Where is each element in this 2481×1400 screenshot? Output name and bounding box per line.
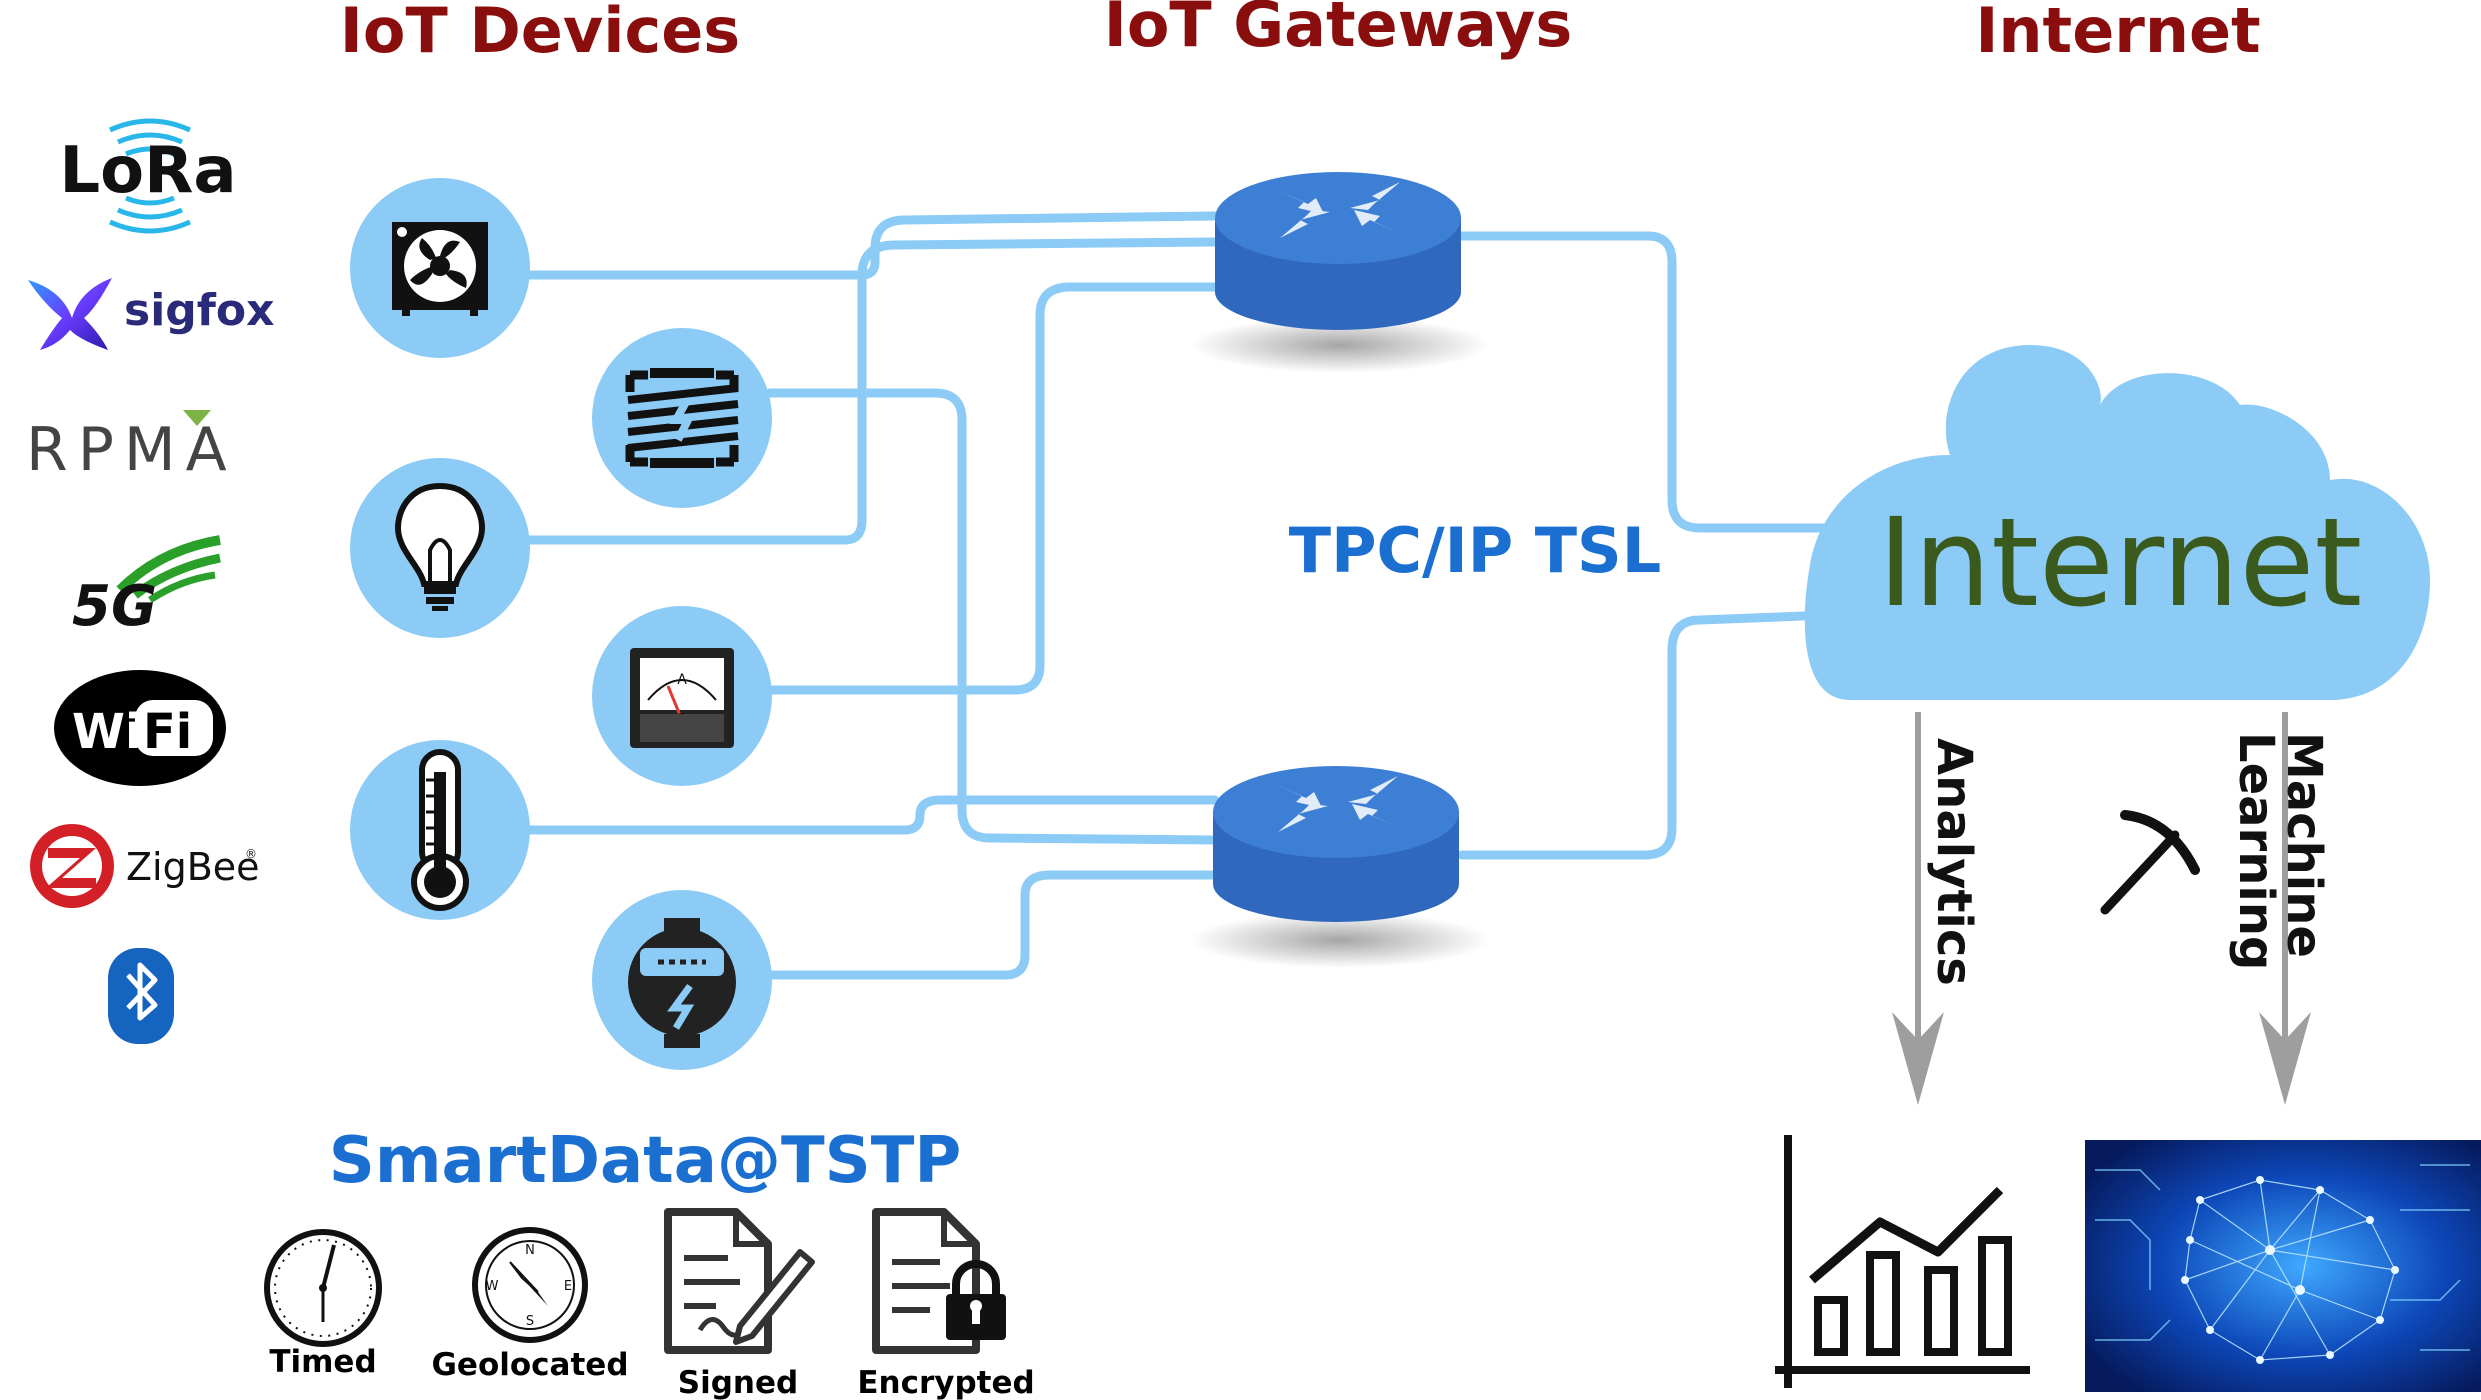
gateway-2[interactable] [1190, 766, 1490, 968]
gateway-1-shadow [1190, 317, 1490, 373]
gateways-header: IoT Gateways [1104, 0, 1572, 61]
ml-arrow: Machine Learning [2228, 712, 2332, 1105]
signed-label: Signed [678, 1365, 798, 1400]
rpma-logo: RPMA [26, 410, 237, 485]
transport-protocol-label: TPC/IP TSL [1289, 514, 1661, 587]
wire-meter-to-gateway2 [765, 870, 1220, 980]
zigbee-label: ZigBee [126, 845, 260, 889]
bluetooth-icon [108, 948, 174, 1044]
coil-device-node[interactable] [592, 328, 772, 508]
wire-gateway2-to-internet [1457, 610, 1835, 860]
wifi-logo: Wi Fi [54, 670, 226, 786]
encrypted-label: Encrypted [857, 1365, 1034, 1400]
clock-icon [264, 1229, 382, 1347]
timed-label: Timed [269, 1344, 376, 1380]
connection-wires [525, 211, 1835, 980]
5g-label: 5G [72, 574, 157, 639]
power-meter-icon [628, 918, 736, 1048]
geolocated-label: Geolocated [431, 1347, 628, 1383]
rpma-label: RPMA [26, 415, 237, 485]
wire-ammeter-to-gateway1 [765, 282, 1220, 695]
power-meter-device-node[interactable] [592, 890, 772, 1070]
cloud-shape [1804, 345, 2430, 700]
fan-device-node[interactable] [350, 178, 530, 358]
ammeter-icon: A [630, 648, 734, 748]
wire-fan-to-gateway1 [525, 211, 1220, 280]
analytics-arrow: Analytics [1892, 712, 1982, 1105]
analytics-label: Analytics [1926, 738, 1982, 986]
lightbulb-icon [394, 482, 486, 611]
smartdata-section: SmartData@TSTP Timed N S E W Geolocated [264, 1124, 1035, 1400]
gateway-2-shadow [1190, 912, 1490, 968]
wire-thermo-to-gateway2 [525, 795, 1220, 835]
wifi-label-fi: Fi [143, 704, 192, 760]
ai-brain-image [2085, 1140, 2481, 1392]
encrypted-document-icon [872, 1208, 1006, 1354]
devices-header: IoT Devices [340, 0, 740, 67]
internet-cloud[interactable]: Internet [1804, 345, 2430, 700]
sigfox-label: sigfox [124, 285, 275, 336]
ammeter-letter: A [677, 672, 687, 688]
device-nodes: A [350, 178, 772, 1070]
ml-label-line-2: Learning [2228, 732, 2284, 970]
gateway-1[interactable] [1190, 172, 1490, 373]
internet-header: Internet [1975, 0, 2260, 67]
compass-n: N [525, 1243, 535, 1258]
compass-s: S [526, 1314, 534, 1329]
ml-label-line-1: Machine [2276, 732, 2332, 958]
wire-coil-to-gateway2 [765, 388, 1220, 845]
5g-logo: 5G [72, 535, 221, 639]
thermometer-icon [411, 749, 469, 911]
wire-gateway1-to-internet [1457, 231, 1835, 533]
thermometer-device-node[interactable] [350, 740, 530, 920]
compass-e: E [564, 1279, 572, 1294]
cloud-label: Internet [1878, 492, 2362, 634]
lora-label: LoRa [59, 134, 236, 208]
analytics-chart-icon [1775, 1135, 2030, 1388]
compass-w: W [486, 1279, 499, 1294]
sigfox-logo: sigfox [28, 278, 275, 350]
smartdata-title: SmartData@TSTP [329, 1124, 962, 1198]
signed-document-icon [664, 1208, 815, 1354]
ammeter-device-node[interactable]: A [592, 606, 772, 786]
compass-icon: N S E W [472, 1227, 588, 1343]
bulb-device-node[interactable] [350, 458, 530, 638]
fan-icon [392, 222, 488, 316]
pickaxe-icon [2100, 810, 2200, 915]
lora-logo: LoRa [59, 118, 237, 234]
zigbee-logo: ZigBee ® [30, 824, 260, 908]
zigbee-registered-mark: ® [245, 847, 257, 861]
protocol-list: LoRa sigfox RPMA 5G Wi Fi ZigBee ® [26, 118, 275, 1044]
wifi-label-wi: Wi [72, 704, 141, 760]
coil-icon [625, 368, 739, 468]
